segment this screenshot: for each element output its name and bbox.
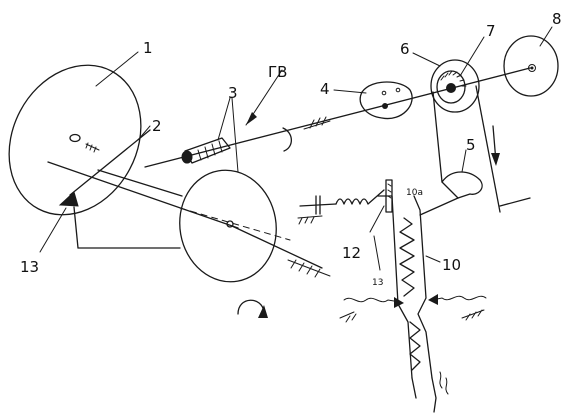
disk-4	[359, 81, 413, 120]
arrow-down-head	[491, 153, 500, 166]
leader-1	[95, 51, 139, 87]
label-13a: 13	[20, 258, 39, 276]
label-1: 1	[143, 39, 153, 57]
lower-hatch	[287, 259, 331, 278]
label-4: 4	[320, 80, 330, 98]
leader-13b	[373, 235, 381, 271]
leader-13a	[39, 207, 67, 253]
belt-upper	[97, 169, 183, 197]
rotation-arc-upper	[282, 127, 293, 152]
label-2: 2	[152, 117, 162, 135]
disk-8	[503, 35, 559, 97]
rotation-arc-lower	[237, 299, 268, 318]
label-7: 7	[486, 22, 496, 40]
leader-3b	[231, 97, 239, 173]
link-5-block	[419, 197, 459, 216]
label-3: 3	[228, 84, 238, 102]
leader-6	[412, 52, 441, 67]
upper-hatch	[303, 116, 331, 130]
rod-2	[69, 129, 151, 196]
leader-3a	[217, 97, 231, 141]
belt-lower	[73, 206, 181, 249]
axis-line	[47, 161, 239, 229]
leader-8	[539, 26, 553, 47]
label-5: 5	[466, 136, 476, 154]
label-12: 12	[342, 244, 361, 262]
cylinder-3	[181, 137, 231, 164]
upper-axis	[144, 67, 531, 168]
lower-shaft	[231, 225, 323, 269]
arrow-gv-head	[246, 112, 257, 125]
leader-5	[461, 149, 467, 173]
label-8: 8	[552, 10, 562, 28]
belt-6-right	[475, 85, 501, 213]
label-10: 10	[442, 256, 461, 274]
belt-6-left	[432, 91, 459, 199]
leader-10	[425, 255, 441, 263]
label-10a: 10a	[406, 188, 423, 198]
label-13b: 13	[372, 278, 383, 288]
leader-7	[459, 36, 485, 77]
leader-12	[369, 205, 385, 233]
label-6: 6	[400, 40, 410, 58]
leader-4	[333, 89, 367, 94]
stopper	[499, 197, 531, 207]
triangle-13	[58, 191, 79, 207]
plate-10a	[385, 179, 393, 213]
finger-5	[441, 171, 483, 199]
disk-1	[8, 64, 142, 216]
leader-2	[137, 125, 151, 141]
spring-upper	[297, 189, 385, 225]
disk-6-7	[430, 59, 480, 113]
disk-center	[179, 169, 291, 283]
wave-arrow-left	[339, 297, 404, 323]
label-gv: ГВ	[268, 63, 287, 81]
wave-arrow-right	[428, 294, 487, 321]
